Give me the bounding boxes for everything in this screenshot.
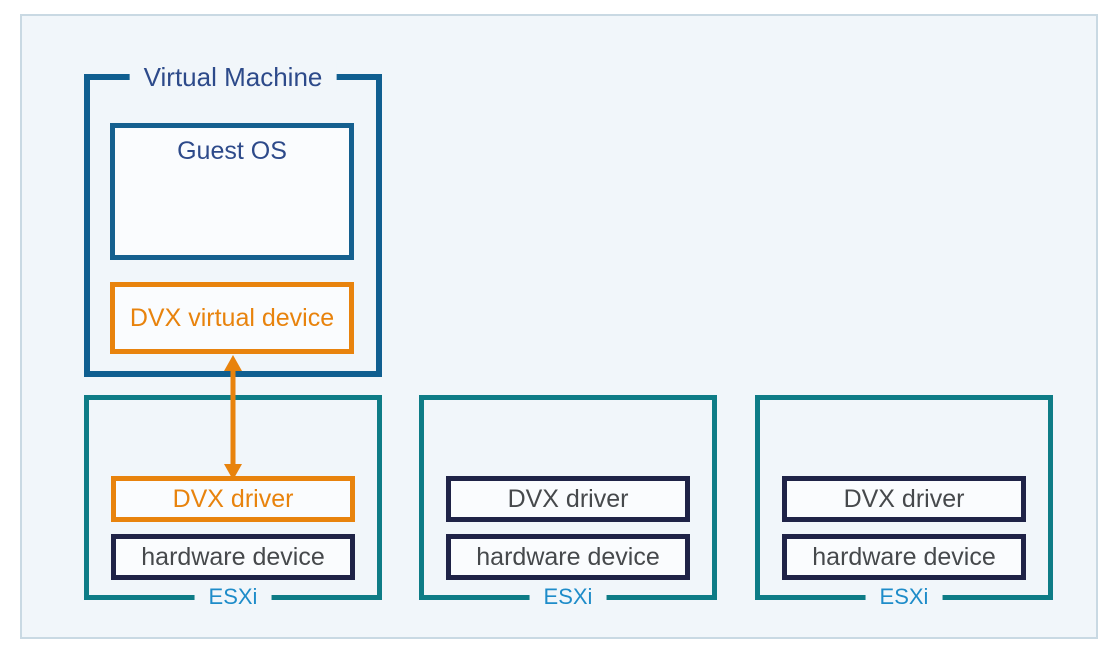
dvx-virtual-device-box: DVX virtual device xyxy=(110,282,354,354)
dvx-virtual-device-label: DVX virtual device xyxy=(129,303,335,332)
dvx-driver-label: DVX driver xyxy=(843,484,965,513)
guest-os-box: Guest OS xyxy=(110,123,354,260)
dvx-driver-box: DVX driver xyxy=(111,476,355,522)
hardware-device-label: hardware device xyxy=(812,542,996,571)
hardware-device-label: hardware device xyxy=(141,542,325,571)
virtual-machine-box: Virtual Machine Guest OS DVX virtual dev… xyxy=(84,62,382,377)
hardware-device-box: hardware device xyxy=(782,534,1026,580)
bidirectional-arrow-icon xyxy=(224,355,242,480)
virtual-machine-title: Virtual Machine xyxy=(129,62,337,92)
diagram-panel: Virtual Machine Guest OS DVX virtual dev… xyxy=(20,14,1098,639)
esxi-host-box-2: DVX driver hardware device ESXi xyxy=(419,395,717,610)
dvx-driver-box: DVX driver xyxy=(446,476,690,522)
dvx-driver-label: DVX driver xyxy=(172,484,294,513)
dvx-driver-box: DVX driver xyxy=(782,476,1026,522)
esxi-host-label: ESXi xyxy=(865,584,943,610)
esxi-host-box-3: DVX driver hardware device ESXi xyxy=(755,395,1053,610)
hardware-device-box: hardware device xyxy=(446,534,690,580)
hardware-device-box: hardware device xyxy=(111,534,355,580)
guest-os-label: Guest OS xyxy=(177,137,287,165)
esxi-host-label: ESXi xyxy=(194,584,272,610)
hardware-device-label: hardware device xyxy=(476,542,660,571)
dvx-driver-label: DVX driver xyxy=(507,484,629,513)
esxi-host-label: ESXi xyxy=(529,584,607,610)
